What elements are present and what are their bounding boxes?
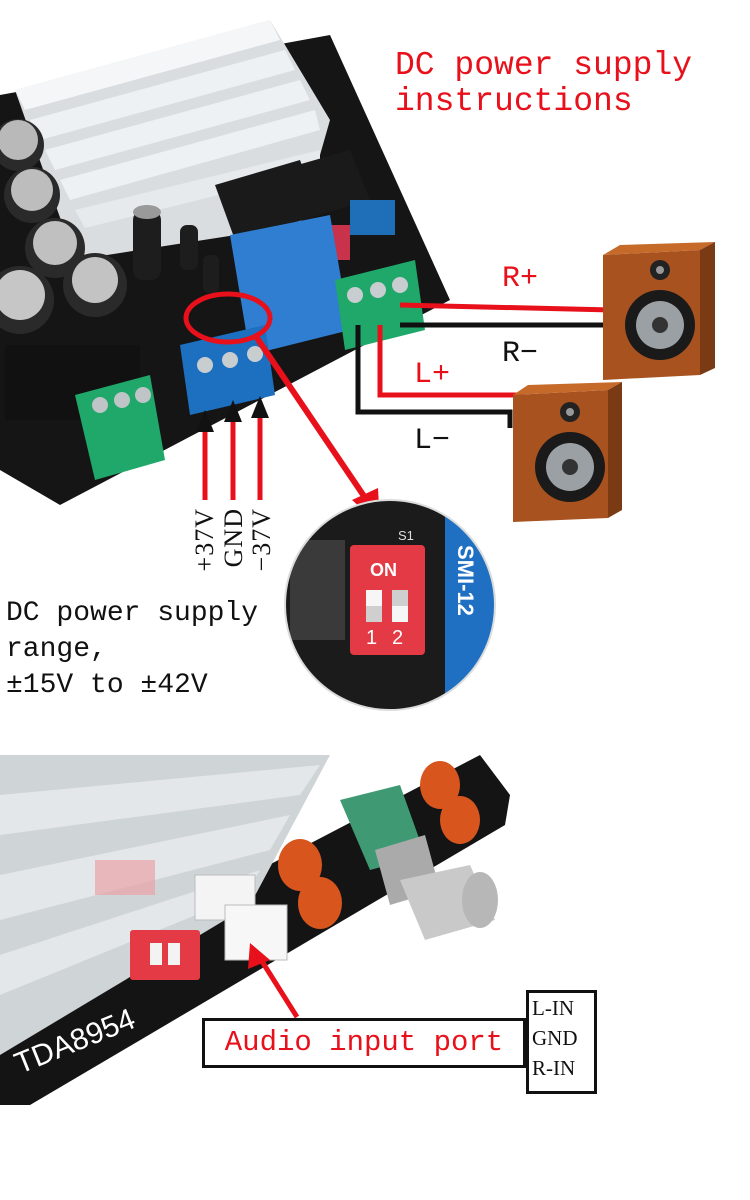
pin-gnd: GND bbox=[532, 1026, 578, 1050]
label-negative-37v: −37V bbox=[247, 508, 276, 572]
supply-range-text: DC power supply range, ±15V to ±42V bbox=[6, 598, 259, 701]
dip-position-1: 1 bbox=[366, 627, 378, 649]
dip-switch-highlight bbox=[183, 291, 273, 345]
amplifier-board-top-illustration bbox=[0, 20, 715, 711]
audio-pin-list: L-IN GND R-IN bbox=[526, 990, 597, 1094]
speaker-left bbox=[513, 382, 622, 522]
pin-r-in: R-IN bbox=[532, 1056, 576, 1080]
speaker-right bbox=[603, 242, 715, 380]
dip-switch-lower bbox=[130, 930, 200, 980]
label-r-plus: R+ bbox=[502, 262, 539, 296]
dip-on-label: ON bbox=[370, 560, 397, 580]
pin-l-in: L-IN bbox=[532, 996, 574, 1020]
dip-position-2: 2 bbox=[392, 627, 404, 649]
capacitor-bank bbox=[0, 119, 219, 334]
amplifier-board-bottom-illustration bbox=[0, 755, 510, 1105]
dip-s1-label: S1 bbox=[398, 528, 414, 543]
page-title: DC power supply instructions bbox=[395, 47, 693, 120]
relay-text: SMI-12 bbox=[453, 545, 478, 616]
heatsink bbox=[15, 20, 330, 260]
audio-input-label: Audio input port bbox=[202, 1018, 526, 1068]
label-positive-37v: +37V bbox=[190, 508, 219, 572]
label-gnd: GND bbox=[219, 508, 248, 568]
label-l-minus: L− bbox=[414, 424, 451, 458]
label-r-minus: R− bbox=[502, 337, 539, 371]
dip-switch-zoom bbox=[284, 499, 496, 711]
relay bbox=[230, 215, 350, 355]
label-l-plus: L+ bbox=[414, 358, 451, 392]
